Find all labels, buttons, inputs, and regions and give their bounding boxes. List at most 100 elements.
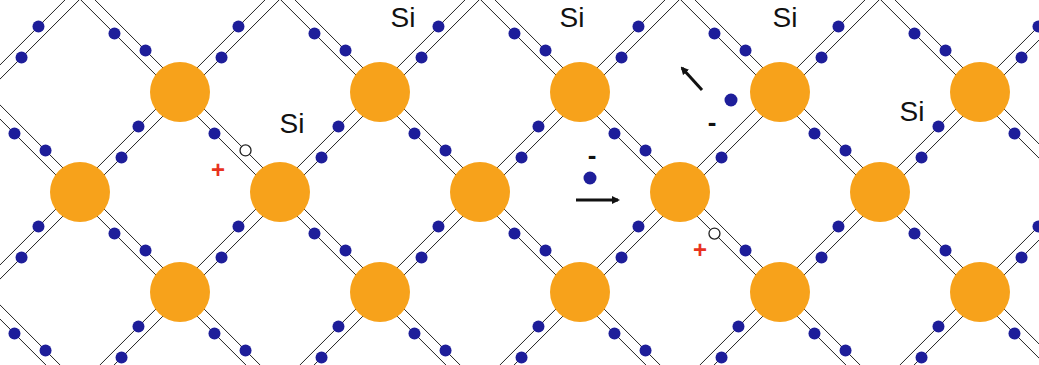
electron bbox=[340, 244, 352, 256]
atom-label: Si bbox=[389, 4, 418, 32]
electron bbox=[440, 144, 452, 156]
electron bbox=[740, 44, 752, 56]
electron bbox=[1008, 328, 1020, 340]
silicon-atom bbox=[50, 162, 110, 222]
bond-line bbox=[485, 0, 870, 365]
electron bbox=[316, 352, 328, 364]
electron bbox=[840, 344, 852, 356]
electron bbox=[308, 28, 320, 40]
electron bbox=[432, 220, 444, 232]
electron bbox=[740, 244, 752, 256]
electron bbox=[616, 52, 628, 64]
electron bbox=[140, 244, 152, 256]
electron bbox=[432, 20, 444, 32]
electron bbox=[240, 344, 252, 356]
silicon-atoms bbox=[50, 62, 1010, 322]
bond-line bbox=[85, 0, 470, 365]
electron bbox=[316, 152, 328, 164]
silicon-atom bbox=[950, 262, 1010, 322]
electron bbox=[540, 44, 552, 56]
free-electron bbox=[725, 94, 738, 107]
electron bbox=[908, 28, 920, 40]
charge-sign: - bbox=[586, 142, 599, 168]
electron bbox=[116, 352, 128, 364]
hole bbox=[240, 145, 251, 156]
bond-line bbox=[685, 0, 1039, 365]
electron bbox=[1008, 128, 1020, 140]
silicon-atom bbox=[150, 62, 210, 122]
bond-line bbox=[71, 0, 456, 365]
free-electron bbox=[584, 172, 597, 185]
electron bbox=[940, 244, 952, 256]
silicon-atom bbox=[350, 262, 410, 322]
electron bbox=[516, 352, 528, 364]
silicon-atom bbox=[550, 262, 610, 322]
electron bbox=[108, 28, 120, 40]
electron bbox=[716, 352, 728, 364]
silicon-atom bbox=[450, 162, 510, 222]
atom-label: Si bbox=[558, 4, 587, 32]
electron bbox=[40, 344, 52, 356]
silicon-atom bbox=[650, 162, 710, 222]
electron bbox=[508, 228, 520, 240]
electron bbox=[640, 344, 652, 356]
electron bbox=[116, 152, 128, 164]
charge-sign: + bbox=[691, 238, 709, 262]
electron bbox=[916, 152, 928, 164]
electron bbox=[516, 152, 528, 164]
motion-arrow bbox=[576, 199, 618, 202]
hole bbox=[709, 228, 720, 239]
electron bbox=[32, 220, 44, 232]
electron bbox=[816, 252, 828, 264]
atom-label: Si bbox=[771, 4, 800, 32]
electron bbox=[416, 52, 428, 64]
bond-line bbox=[285, 0, 670, 365]
silicon-atom bbox=[750, 62, 810, 122]
electron bbox=[608, 328, 620, 340]
bond-line bbox=[0, 0, 256, 365]
electron bbox=[8, 128, 20, 140]
electron bbox=[732, 320, 744, 332]
electron bbox=[716, 152, 728, 164]
silicon-atom bbox=[150, 262, 210, 322]
silicon-atom bbox=[950, 62, 1010, 122]
electron bbox=[232, 220, 244, 232]
electron bbox=[340, 44, 352, 56]
atom-label: Si bbox=[278, 110, 307, 138]
charge-sign: + bbox=[209, 158, 227, 182]
electron bbox=[932, 120, 944, 132]
electron bbox=[416, 252, 428, 264]
electron bbox=[640, 144, 652, 156]
electron bbox=[132, 120, 144, 132]
bond-line bbox=[304, 0, 689, 365]
bond-line bbox=[271, 0, 656, 365]
electron bbox=[908, 228, 920, 240]
electron bbox=[408, 328, 420, 340]
silicon-atom bbox=[550, 62, 610, 122]
electron bbox=[708, 28, 720, 40]
silicon-atom bbox=[750, 262, 810, 322]
electron bbox=[632, 220, 644, 232]
electron bbox=[508, 28, 520, 40]
electron bbox=[532, 320, 544, 332]
bond-line bbox=[890, 0, 1039, 365]
electron bbox=[208, 128, 220, 140]
electron bbox=[8, 328, 20, 340]
valence-electrons bbox=[8, 20, 1039, 363]
electron bbox=[332, 320, 344, 332]
electron bbox=[16, 52, 28, 64]
electron bbox=[540, 244, 552, 256]
electron bbox=[808, 328, 820, 340]
electron bbox=[1032, 220, 1039, 232]
silicon-atom bbox=[250, 162, 310, 222]
atom-label: Si bbox=[898, 98, 927, 126]
silicon-atom bbox=[350, 62, 410, 122]
bond-line bbox=[471, 0, 856, 365]
electron bbox=[608, 128, 620, 140]
bond-line bbox=[0, 0, 56, 365]
bond-line bbox=[290, 0, 675, 365]
electron bbox=[208, 328, 220, 340]
